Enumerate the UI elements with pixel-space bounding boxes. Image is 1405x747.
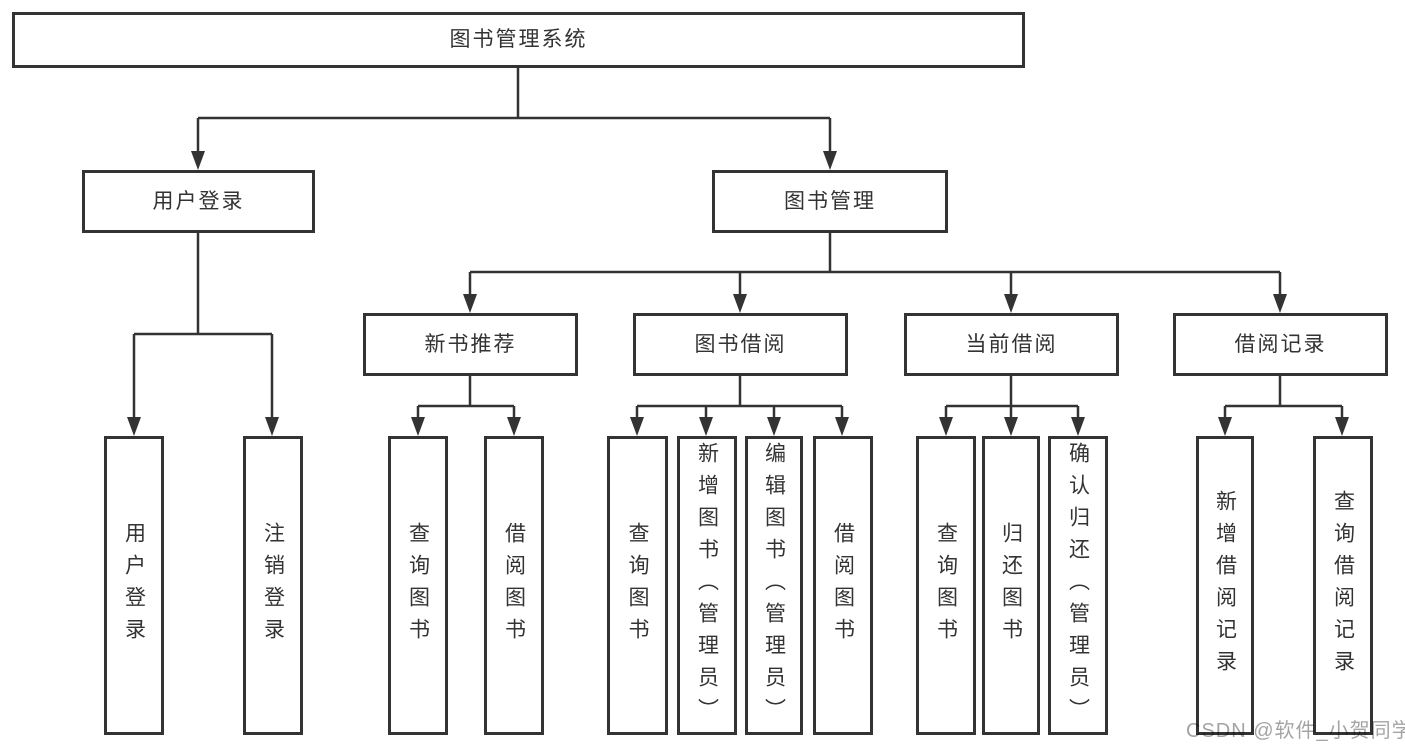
- node-book-management-label: 图书管理: [784, 189, 876, 213]
- node-add-books-admin-label: 新增图书（管理员）: [695, 441, 719, 730]
- node-user-login: 用户登录: [82, 170, 315, 233]
- node-user-login-label: 用户登录: [152, 189, 245, 213]
- node-edit-books-admin: 编辑图书（管理员）: [745, 436, 803, 735]
- node-book-management: 图书管理: [712, 170, 948, 233]
- connector-current-borrowing-split: [939, 375, 1085, 436]
- node-return-books-label: 归还图书: [999, 521, 1023, 650]
- node-edit-books-admin-label: 编辑图书（管理员）: [762, 441, 786, 730]
- node-login: 用户登录: [104, 436, 164, 735]
- connector-user-login-split: [127, 232, 279, 436]
- node-current-borrowing-label: 当前借阅: [965, 332, 1058, 356]
- node-book-borrowing-label: 图书借阅: [694, 332, 787, 356]
- node-borrowing-records-label: 借阅记录: [1234, 332, 1327, 356]
- node-query-books-recommend-label: 查询图书: [406, 521, 430, 650]
- connector-book-borrowing-split: [630, 375, 849, 436]
- connector-borrowing-records-split: [1218, 375, 1349, 436]
- node-add-borrow-record: 新增借阅记录: [1196, 436, 1254, 735]
- node-library-system-label: 图书管理系统: [449, 28, 588, 52]
- node-borrow-books-recommend: 借阅图书: [484, 436, 544, 735]
- node-library-system: 图书管理系统: [12, 12, 1025, 68]
- node-query-books-recommend: 查询图书: [388, 436, 448, 735]
- csdn-watermark: CSDN @软件_小贺同学: [1186, 720, 1405, 742]
- connector-root-to-level2: [191, 67, 837, 170]
- node-query-books-borrow-label: 查询图书: [626, 521, 649, 650]
- node-borrowing-records: 借阅记录: [1173, 313, 1388, 376]
- node-return-books: 归还图书: [982, 436, 1040, 735]
- node-login-label: 用户登录: [122, 521, 146, 650]
- node-borrow-books-recommend-label: 借阅图书: [502, 521, 526, 650]
- node-new-book-recommendation: 新书推荐: [363, 313, 578, 376]
- node-query-borrow-record: 查询借阅记录: [1313, 436, 1373, 735]
- node-new-book-recommendation-label: 新书推荐: [424, 332, 517, 356]
- node-add-books-admin: 新增图书（管理员）: [677, 436, 737, 735]
- connector-book-management-split: [463, 232, 1287, 313]
- node-logout: 注销登录: [243, 436, 303, 735]
- node-query-books-borrow: 查询图书: [607, 436, 668, 735]
- node-add-borrow-record-label: 新增借阅记录: [1213, 489, 1237, 682]
- node-query-borrow-record-label: 查询借阅记录: [1331, 489, 1355, 682]
- node-book-borrowing: 图书借阅: [633, 313, 848, 376]
- node-logout-label: 注销登录: [261, 521, 285, 650]
- node-query-books-current-label: 查询图书: [934, 521, 958, 650]
- node-current-borrowing: 当前借阅: [904, 313, 1119, 376]
- connector-new-book-recommendation-split: [411, 375, 521, 436]
- node-borrow-books-label: 借阅图书: [831, 521, 855, 650]
- node-confirm-return-admin: 确认归还（管理员）: [1048, 436, 1108, 735]
- node-query-books-current: 查询图书: [916, 436, 976, 735]
- node-borrow-books: 借阅图书: [813, 436, 873, 735]
- node-confirm-return-admin-label: 确认归还（管理员）: [1066, 441, 1090, 730]
